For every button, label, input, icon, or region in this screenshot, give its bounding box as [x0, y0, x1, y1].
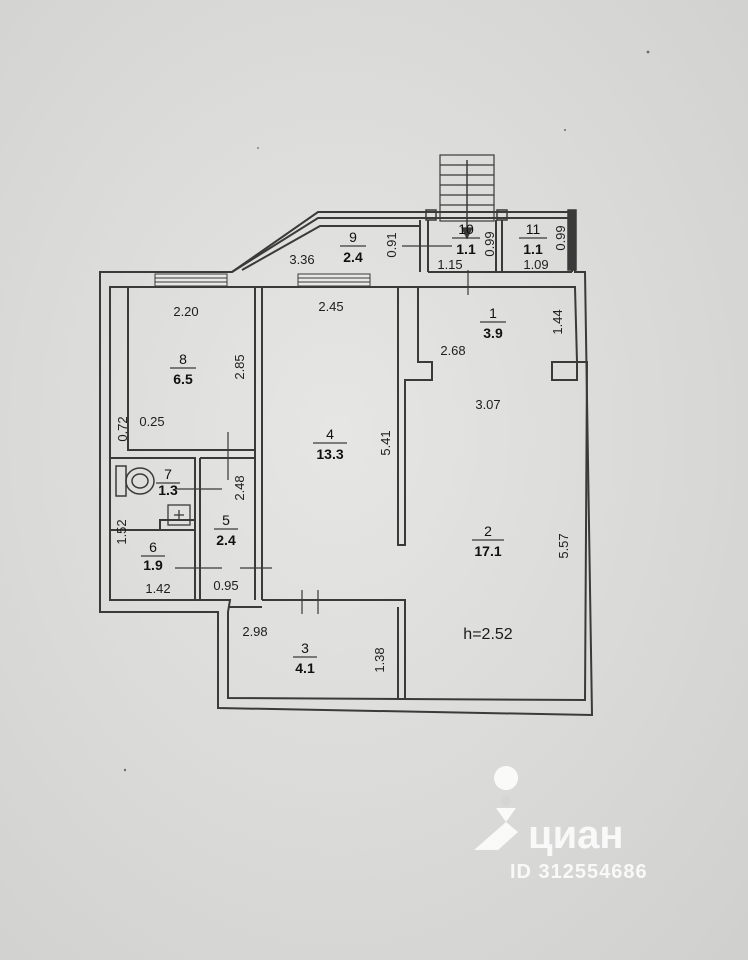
room-number: 4 [326, 426, 334, 442]
room-area: 4.1 [295, 660, 315, 676]
room-labels: 1 3.9 2 17.1 3 4.1 4 13.3 5 2.4 [141, 221, 547, 676]
dimension: 1.15 [437, 257, 462, 272]
columns [425, 209, 577, 271]
stairs [439, 154, 495, 240]
room-4-wall [397, 287, 433, 546]
dimension: 3.36 [289, 252, 314, 267]
dimension: 5.41 [378, 430, 393, 455]
room-1-label: 1 3.9 [480, 305, 506, 341]
room-area: 2.4 [216, 532, 236, 548]
ceiling-height: h=2.52 [463, 626, 512, 643]
room-2-label: 2 17.1 [472, 523, 504, 559]
watermark-brand: циан [528, 813, 624, 857]
dimension: 2.98 [242, 624, 267, 639]
dimension: 1.52 [114, 519, 129, 544]
dimension: 1.44 [550, 309, 565, 334]
dimension: 2.45 [318, 299, 343, 314]
dimension: 2.20 [173, 304, 198, 319]
room-number: 3 [301, 640, 309, 656]
room-3-wall [262, 599, 406, 700]
room-area: 1.1 [523, 241, 543, 257]
dimension: 2.85 [232, 354, 247, 379]
room-6-label: 6 1.9 [141, 539, 165, 573]
watermark: циан ID 312554686 [474, 766, 648, 883]
outer-wall [99, 211, 594, 717]
room-number: 8 [179, 351, 187, 367]
door-marks [175, 245, 469, 614]
room-3-label: 3 4.1 [293, 640, 317, 676]
dimension: 0.99 [482, 231, 497, 256]
dimension: 0.25 [139, 414, 164, 429]
room-number: 11 [526, 221, 541, 237]
toilet-icon [115, 465, 155, 497]
room-number: 2 [484, 523, 492, 539]
watermark-listing-id: ID 312554686 [510, 861, 648, 883]
room-area: 6.5 [173, 371, 193, 387]
dimension: 2.48 [232, 475, 247, 500]
room-area: 2.4 [343, 249, 363, 265]
room-area: 1.1 [456, 241, 476, 257]
room-area: 1.9 [143, 557, 163, 573]
room-4-label: 4 13.3 [313, 426, 347, 462]
balcony-front [241, 225, 420, 271]
dimension: 1.38 [372, 647, 387, 672]
room-area: 1.3 [158, 482, 178, 498]
window-room-4 [297, 273, 371, 287]
walls [99, 211, 594, 717]
dimension: 3.07 [475, 397, 500, 412]
room-number: 10 [458, 221, 474, 237]
room-10-label: 10 1.1 [452, 221, 480, 257]
room-8-label: 8 6.5 [170, 351, 196, 387]
windows [154, 273, 371, 287]
dimension: 5.57 [556, 533, 571, 558]
sink-icon [167, 504, 191, 526]
room-11-label: 11 1.1 [519, 221, 547, 257]
room-number: 1 [489, 305, 497, 321]
room-area: 3.9 [483, 325, 503, 341]
room-area: 13.3 [316, 446, 343, 462]
dimension: 0.95 [213, 578, 238, 593]
room-9-label: 9 2.4 [340, 229, 366, 265]
room-number: 7 [164, 466, 172, 482]
window-room-8 [154, 273, 228, 287]
dimension: 0.99 [553, 225, 568, 250]
room-5-label: 5 2.4 [214, 512, 238, 548]
dimension-labels: 3.36 0.91 1.15 0.99 1.09 0.99 2.20 2.45 … [114, 225, 571, 672]
room-7-label: 7 1.3 [156, 466, 180, 498]
room-number: 9 [349, 229, 357, 245]
dimension: 1.09 [523, 257, 548, 272]
dimension: 0.91 [384, 232, 399, 257]
dimension: 1.42 [145, 581, 170, 596]
room-area: 17.1 [474, 543, 501, 559]
location-pin-icon [474, 766, 519, 850]
room-number: 5 [222, 512, 230, 528]
dimension: 0.72 [115, 416, 130, 441]
dimension: 2.68 [440, 343, 465, 358]
paper-specks [123, 50, 650, 772]
room-number: 6 [149, 539, 157, 555]
